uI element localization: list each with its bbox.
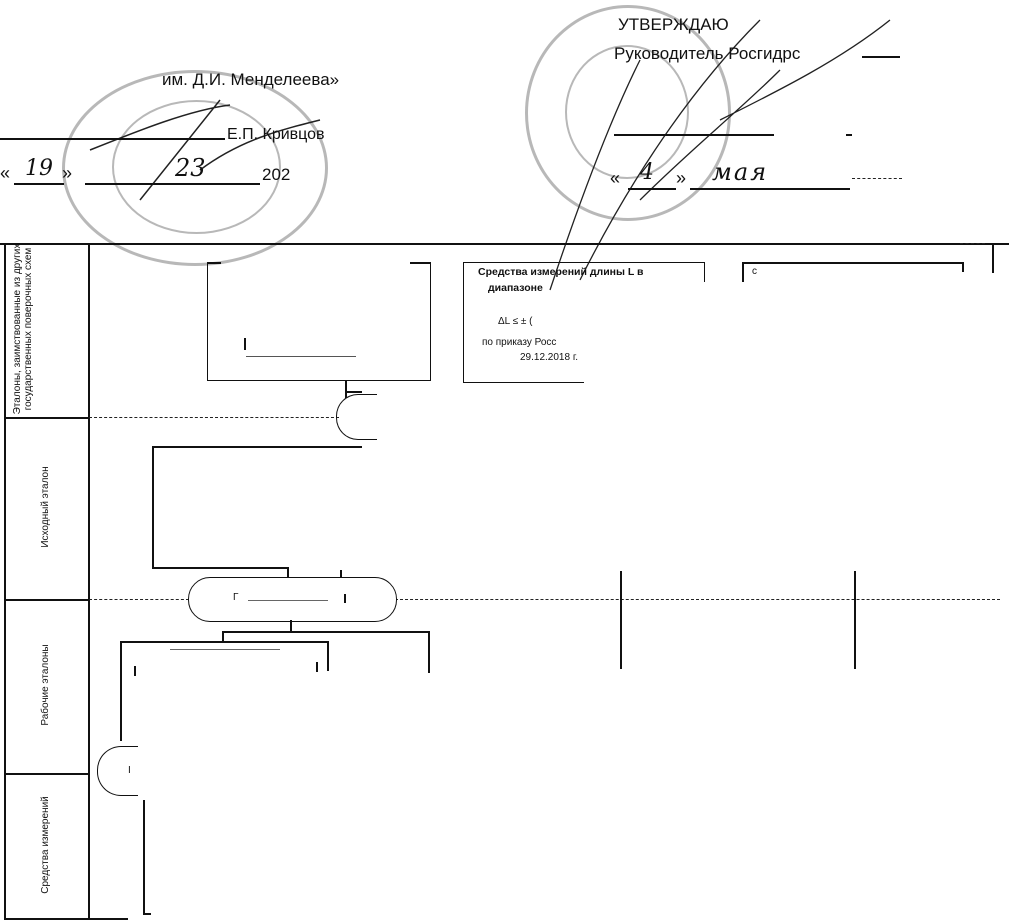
working-box-inner-line (170, 649, 280, 650)
instrument-box-bottom (143, 913, 151, 915)
frame-top-line (0, 243, 1009, 245)
row-sep-3-solid (4, 773, 89, 775)
working-standard-pill (188, 577, 397, 622)
seal-stamp-right-inner (565, 45, 689, 179)
date-day-left: 19 (25, 156, 53, 181)
signature-left (89, 99, 321, 201)
box3-left-stub (742, 262, 744, 282)
row-sep-2-dashed-a (89, 599, 189, 600)
instrument-pill-text: I (128, 765, 131, 776)
box1-top-right (410, 262, 430, 264)
source-box-right-stub (340, 570, 342, 579)
box2-line5: 29.12.2018 г. (520, 352, 579, 363)
box1-inner-left (244, 338, 246, 350)
date-close-quote-left: » (62, 163, 73, 183)
date-underline-right-a (628, 188, 676, 190)
signature-line-right (614, 134, 774, 136)
working-bar-top (222, 631, 429, 633)
instrument-pill (97, 746, 138, 796)
vertical-line-right (854, 571, 856, 669)
connector-box1-join (345, 391, 362, 393)
working-box-top (120, 641, 328, 643)
row-label-source-standard: Исходный эталон (40, 466, 51, 548)
source-standard-pill (336, 394, 377, 440)
row-label-borrowed-standards: Эталоны, заимствованные из других госуда… (12, 243, 34, 415)
source-box-left (152, 446, 154, 568)
working-bar-right (428, 631, 430, 673)
frame-top-dashed-right (960, 243, 985, 244)
approver-role: Руководитель Росгидрс (614, 44, 801, 63)
box3-text-stub: c (752, 266, 757, 277)
pill-down-connector (290, 620, 292, 632)
working-box-inner-tick-a (134, 666, 136, 676)
working-box-right (327, 641, 329, 671)
date-underline-left-b (85, 183, 260, 185)
signer-name: Е.П. Кривцов (227, 126, 325, 143)
date-month-right: мая (712, 158, 769, 186)
source-box-top (152, 446, 362, 448)
vertical-line-mid (620, 571, 622, 669)
date-day-right: 4 (640, 160, 654, 185)
institute-name: им. Д.И. Менделеева» (162, 70, 340, 89)
pill-inner-underline (248, 600, 328, 601)
date-month-left: 23 (175, 154, 206, 182)
box2-line4: по приказу Росс (482, 337, 557, 348)
signature-right (549, 19, 891, 291)
date-year-left: 202 (262, 165, 291, 184)
seal-stamp-right (525, 5, 731, 221)
signature-line-left (0, 138, 225, 140)
date-close-quote-right: » (676, 168, 687, 188)
frame-left-border (4, 244, 6, 920)
working-standard-pill-text: Г (233, 592, 239, 603)
row-label-working-standards: Рабочие эталоны (40, 644, 51, 726)
frame-right-corner (992, 243, 994, 273)
box2-line1: Средства измерений длины L в (478, 266, 644, 278)
date-open-quote-left: « (0, 163, 11, 183)
box2-line2: диапазоне (488, 282, 543, 294)
seal-stamp-left-inner (112, 100, 281, 234)
connector-box1-down (345, 380, 347, 398)
row-label-measuring-instruments: Средства измерений (40, 796, 51, 894)
box2-line3: ΔL ≤ ± ( (498, 316, 533, 327)
source-box-down-stub (287, 567, 289, 579)
row-sep-2-dashed-b (395, 599, 1000, 600)
borrowed-standard-box-1 (207, 262, 431, 381)
row-sep-1-dashed (89, 417, 339, 418)
working-box-left (120, 641, 122, 741)
date-year-right-dashed (852, 178, 902, 179)
label-column-border (88, 244, 90, 920)
row-sep-1-solid (4, 417, 89, 419)
frame-bottom-line (4, 918, 128, 920)
date-underline-left-a (14, 183, 64, 185)
source-box-bottom (152, 567, 287, 569)
signature-line-right-tail (846, 134, 852, 136)
box1-top-left (207, 262, 221, 264)
date-open-quote-right: « (610, 168, 621, 188)
box1-inner-bottom (246, 356, 356, 357)
approver-role-edge (862, 56, 900, 58)
box2-occlusion (584, 282, 709, 384)
working-box-inner-tick-b (316, 662, 318, 672)
working-bar-left (222, 631, 224, 643)
seal-stamp-left (62, 70, 328, 266)
box3-top (742, 262, 964, 264)
box3-right-stub (962, 262, 964, 272)
approve-heading: УТВЕРЖДАЮ (618, 15, 729, 34)
row-sep-2-solid (4, 599, 89, 601)
date-underline-right-b (690, 188, 850, 190)
instrument-box-left (143, 800, 145, 915)
pill-inner-tick (344, 594, 346, 603)
